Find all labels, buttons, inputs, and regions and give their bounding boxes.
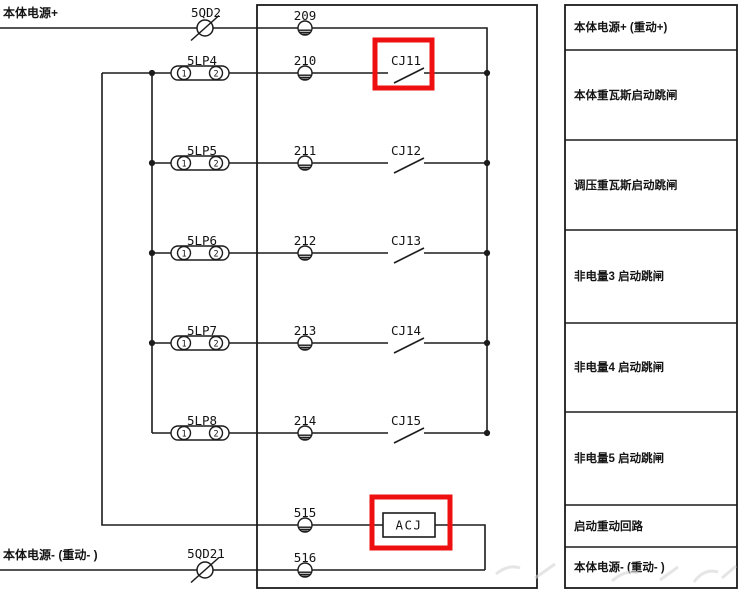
positive-rail-wire bbox=[0, 27, 488, 433]
terminal-label: 211 bbox=[294, 143, 317, 158]
link-label: 5LP6 bbox=[187, 233, 217, 248]
table-row-label: 非电量4 启动跳闸 bbox=[574, 360, 664, 374]
trip-row: 1 2 5LP5 211 CJ12 bbox=[170, 143, 425, 174]
trip-row: 1 2 5LP4 210 CJ11 bbox=[170, 37, 435, 91]
function-table: 本体电源+ (重动+) 本体重瓦斯启动跳闸 调压重瓦斯启动跳闸 非电量3 启动跳… bbox=[564, 4, 738, 589]
link-strap-icon bbox=[170, 155, 230, 171]
contact-label: CJ14 bbox=[391, 323, 421, 338]
table-row-label: 本体重瓦斯启动跳闸 bbox=[574, 88, 678, 102]
link-strap-icon bbox=[170, 245, 230, 261]
highlight-box-cj11 bbox=[372, 37, 435, 91]
relay-coil-label: ACJ bbox=[395, 518, 422, 533]
negative-switch-label: 5QD21 bbox=[187, 546, 225, 561]
positive-rail: 本体电源+ 5QD2 209 bbox=[3, 5, 317, 42]
link-pin-1: 1 bbox=[181, 160, 186, 170]
terminal-icon bbox=[297, 245, 313, 261]
trip-row: 1 2 5LP8 214 CJ15 bbox=[170, 413, 425, 444]
terminal-icon bbox=[297, 425, 313, 441]
relay-supply-wire bbox=[101, 73, 383, 526]
contact-label: CJ13 bbox=[391, 233, 421, 248]
contact-label: CJ11 bbox=[391, 53, 421, 68]
function-table-border bbox=[564, 4, 738, 589]
highlight-box-acj bbox=[369, 494, 453, 551]
no-contact-icon bbox=[393, 67, 425, 84]
link-strap-icon bbox=[170, 335, 230, 351]
relay-row: 515 ACJ bbox=[294, 494, 453, 551]
link-strap-icon bbox=[170, 425, 230, 441]
link-pin-1: 1 bbox=[181, 430, 186, 440]
negative-rail-label: 本体电源- (重动- ) bbox=[3, 547, 98, 562]
link-pin-2: 2 bbox=[213, 250, 218, 260]
terminal-icon bbox=[297, 65, 313, 81]
contact-label: CJ15 bbox=[391, 413, 421, 428]
table-row-label: 本体电源- (重动- ) bbox=[574, 560, 665, 574]
link-strap-icon bbox=[170, 65, 230, 81]
terminal-label: 213 bbox=[294, 323, 317, 338]
table-row-label: 非电量5 启动跳闸 bbox=[574, 451, 664, 465]
wires bbox=[0, 27, 488, 571]
trip-row: 1 2 5LP6 212 CJ13 bbox=[170, 233, 425, 264]
table-row-label: 非电量3 启动跳闸 bbox=[574, 269, 664, 283]
terminal-icon bbox=[297, 517, 313, 533]
terminal-label: 214 bbox=[294, 413, 317, 428]
no-contact-icon bbox=[393, 247, 425, 264]
no-contact-icon bbox=[393, 337, 425, 354]
relay-terminal-label: 515 bbox=[294, 505, 317, 520]
positive-terminal-label: 209 bbox=[294, 8, 317, 23]
contact-label: CJ12 bbox=[391, 143, 421, 158]
link-label: 5LP7 bbox=[187, 323, 217, 338]
terminal-label: 210 bbox=[294, 53, 317, 68]
terminal-label: 212 bbox=[294, 233, 317, 248]
terminal-icon bbox=[297, 20, 313, 36]
table-row-label: 本体电源+ (重动+) bbox=[574, 20, 667, 34]
link-pin-1: 1 bbox=[181, 70, 186, 80]
table-row-label: 调压重瓦斯启动跳闸 bbox=[574, 178, 678, 192]
link-pin-2: 2 bbox=[213, 160, 218, 170]
negative-rail: 本体电源- (重动- ) 5QD21 516 bbox=[3, 546, 317, 584]
relay-coil-box bbox=[382, 512, 436, 538]
link-label: 5LP4 bbox=[187, 53, 217, 68]
link-pin-1: 1 bbox=[181, 340, 186, 350]
link-label: 5LP8 bbox=[187, 413, 217, 428]
junction-dots bbox=[148, 69, 491, 437]
table-row-label: 启动重动回路 bbox=[574, 519, 643, 533]
terminal-icon bbox=[297, 562, 313, 578]
link-pin-2: 2 bbox=[213, 430, 218, 440]
negative-terminal-label: 516 bbox=[294, 550, 317, 565]
no-contact-icon bbox=[393, 427, 425, 444]
terminal-icon bbox=[297, 335, 313, 351]
trip-row: 1 2 5LP7 213 CJ14 bbox=[170, 323, 425, 354]
link-pin-2: 2 bbox=[213, 70, 218, 80]
link-label: 5LP5 bbox=[187, 143, 217, 158]
device-outline-box bbox=[256, 4, 538, 589]
positive-switch-label: 5QD2 bbox=[191, 5, 221, 20]
terminal-icon bbox=[297, 155, 313, 171]
link-pin-2: 2 bbox=[213, 340, 218, 350]
no-contact-icon bbox=[393, 157, 425, 174]
watermark bbox=[495, 562, 737, 583]
positive-rail-label: 本体电源+ bbox=[3, 5, 58, 20]
link-pin-1: 1 bbox=[181, 250, 186, 260]
